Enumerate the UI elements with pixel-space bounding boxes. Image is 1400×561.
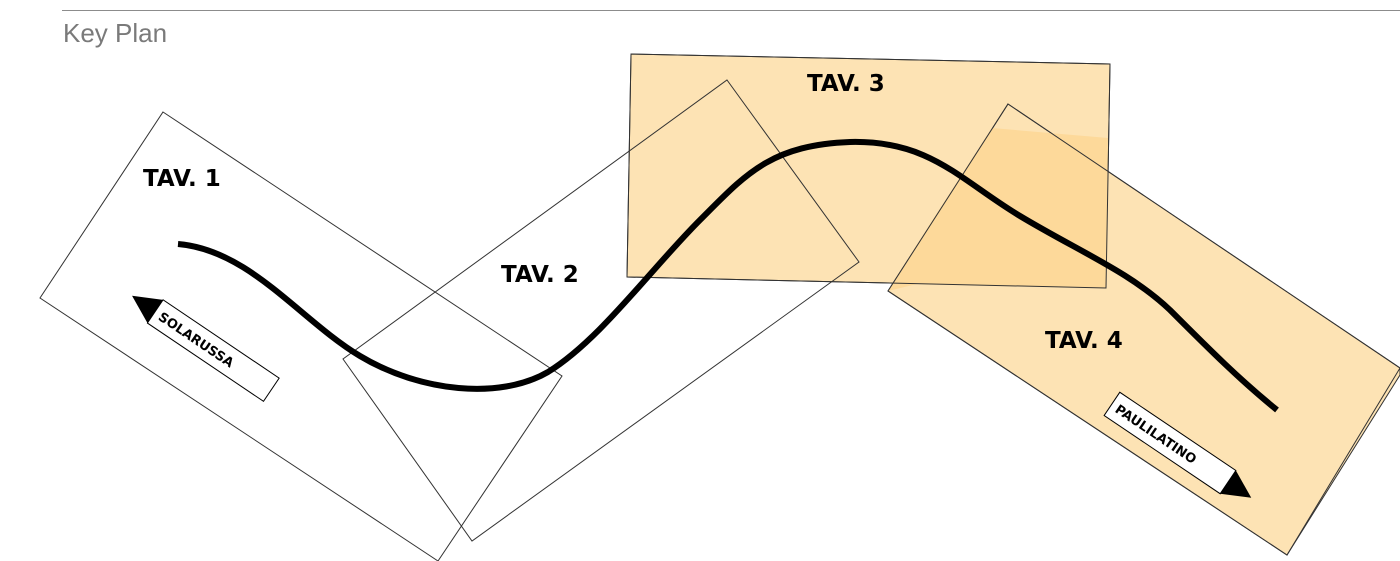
route-alignment-line	[177, 138, 1279, 413]
sheet-label-tav-4: TAV. 4	[1045, 328, 1123, 354]
sheet-outline-tav-3	[626, 53, 1111, 289]
page-title: Key Plan	[63, 18, 168, 48]
sheet-frame-tav-1[interactable]	[39, 111, 563, 561]
arrow-left-icon	[132, 295, 164, 324]
sheet-overlap-tav-3-4	[888, 128, 1108, 291]
sheet-label-tav-3: TAV. 3	[807, 71, 885, 97]
sheet-label-tav-2: TAV. 2	[501, 262, 579, 288]
sheet-frame-tav-2[interactable]	[342, 79, 860, 542]
arrow-right-icon	[1220, 470, 1252, 498]
direction-sign-solarussa: SOLARUSSA	[132, 295, 280, 403]
sheet-label-tav-1: TAV. 1	[143, 166, 221, 192]
title-rule	[62, 10, 1400, 11]
sheet-outline-tav-4	[887, 103, 1400, 556]
